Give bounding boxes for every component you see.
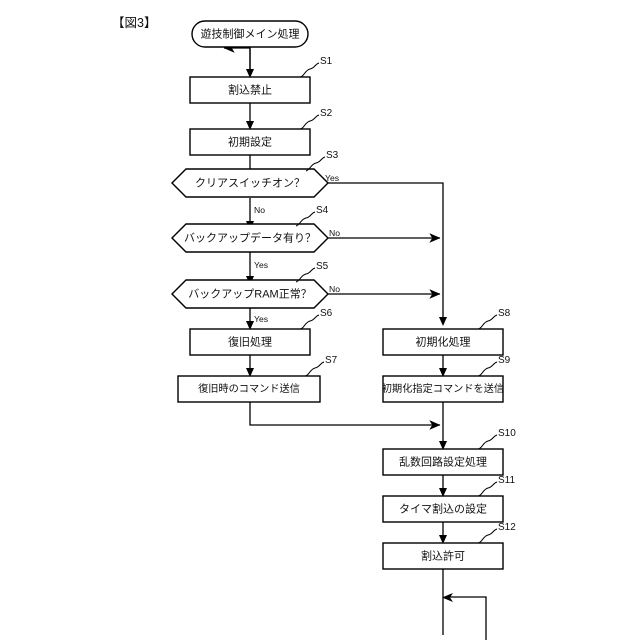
s11-box-label: タイマ割込の設定 xyxy=(399,501,487,515)
branch-label-s4-yes: Yes xyxy=(254,260,268,270)
node-s6[interactable]: 復旧処理 xyxy=(189,328,311,356)
s3-decision-shape xyxy=(171,168,329,198)
node-s7[interactable]: 復旧時のコマンド送信 xyxy=(177,375,321,403)
s6-box-shape xyxy=(189,328,311,356)
s2-box-label: 初期設定 xyxy=(228,134,272,148)
s6-box-label: 復旧処理 xyxy=(228,335,272,348)
s2-box-shape xyxy=(189,128,311,156)
arrowhead-s8-s9 xyxy=(439,368,447,377)
loop-back-path xyxy=(445,596,487,640)
s9-box-shape xyxy=(382,375,504,403)
step-label-s9: S9 xyxy=(498,355,511,366)
leader-s3 xyxy=(305,156,326,172)
start-terminator-label: 遊技制御メイン処理 xyxy=(201,26,300,40)
leader-s8 xyxy=(477,314,498,330)
start-terminator-shape xyxy=(191,20,309,48)
edge-s3-yes-to-right-column xyxy=(322,182,444,324)
s9-box-label: 初期化指定コマンドを送信 xyxy=(382,382,504,395)
node-s9[interactable]: 初期化指定コマンドを送信 xyxy=(382,375,504,403)
s3-decision-label: クリアスイッチオン？ xyxy=(195,176,305,189)
leader-s12 xyxy=(477,528,498,544)
step-label-s4: S4 xyxy=(316,205,329,216)
s12-box-label: 割込許可 xyxy=(421,548,465,562)
arrowhead-s1-s2 xyxy=(246,121,254,130)
leader-s6 xyxy=(299,314,320,330)
s10-box-shape xyxy=(382,448,504,476)
node-s10[interactable]: 乱数回路設定処理 xyxy=(382,448,504,476)
node-s8[interactable]: 初期化処理 xyxy=(382,328,504,356)
branch-label-s3-yes: Yes xyxy=(325,173,339,183)
node-s3[interactable]: クリアスイッチオン？ xyxy=(171,168,329,198)
branch-label-s5-yes: Yes xyxy=(254,314,268,324)
node-s1[interactable]: 割込禁止 xyxy=(189,76,311,104)
node-s5[interactable]: バックアップRAM正常？ xyxy=(171,279,329,309)
s5-decision-shape xyxy=(171,279,329,309)
figure-label: 【図3】 xyxy=(112,16,156,30)
arrowhead-s10-s11 xyxy=(439,488,447,497)
s11-box-shape xyxy=(382,495,504,523)
leader-s10 xyxy=(477,434,498,450)
s10-box-label: 乱数回路設定処理 xyxy=(399,454,487,468)
branch-label-s3-no: No xyxy=(254,205,265,215)
step-label-s1: S1 xyxy=(320,56,333,67)
s7-box-shape xyxy=(177,375,321,403)
step-label-s11: S11 xyxy=(498,475,515,486)
step-label-s10: S10 xyxy=(498,428,516,439)
arrowhead-s9-s10 xyxy=(439,441,447,450)
node-start[interactable]: 遊技制御メイン処理 xyxy=(191,20,309,48)
step-label-s7: S7 xyxy=(325,355,338,366)
branch-label-s4-no: No xyxy=(329,228,340,238)
step-label-s6: S6 xyxy=(320,308,333,319)
arrowhead-s11-s12 xyxy=(439,535,447,544)
leader-s5 xyxy=(295,267,316,283)
node-s4[interactable]: バックアップデータ有り？ xyxy=(171,223,329,253)
leader-s11 xyxy=(477,481,498,497)
step-label-s12: S12 xyxy=(498,522,516,533)
step-label-s5: S5 xyxy=(316,261,329,272)
step-label-s8: S8 xyxy=(498,308,511,319)
node-s12[interactable]: 割込許可 xyxy=(382,542,504,570)
arrowhead-s3-yes xyxy=(439,317,447,326)
branch-label-s5-no: No xyxy=(329,284,340,294)
s8-box-shape xyxy=(382,328,504,356)
s5-decision-label: バックアップRAM正常？ xyxy=(188,287,311,300)
s4-decision-label: バックアップデータ有り？ xyxy=(184,230,316,244)
leader-s2 xyxy=(299,114,320,130)
leader-s9 xyxy=(477,361,498,377)
s1-box-shape xyxy=(189,76,311,104)
s8-box-label: 初期化処理 xyxy=(416,334,471,348)
step-label-s3: S3 xyxy=(326,150,339,161)
arrowhead-s6-s7 xyxy=(246,368,254,377)
leader-s1 xyxy=(299,62,320,78)
arrowhead-loop-back xyxy=(442,593,453,602)
node-s2[interactable]: 初期設定 xyxy=(189,128,311,156)
s1-box-label: 割込禁止 xyxy=(228,82,272,96)
s12-box-shape xyxy=(382,542,504,570)
leader-s7 xyxy=(304,361,325,377)
node-s11[interactable]: タイマ割込の設定 xyxy=(382,495,504,523)
edge-s7-merge xyxy=(249,402,441,430)
arrowhead-start-s1 xyxy=(246,69,254,78)
arrowhead-s5-s6 xyxy=(246,321,254,330)
step-label-s2: S2 xyxy=(320,108,333,119)
leader-s4 xyxy=(295,211,316,227)
s4-decision-shape xyxy=(171,223,329,253)
s7-box-label: 復旧時のコマンド送信 xyxy=(198,382,300,395)
